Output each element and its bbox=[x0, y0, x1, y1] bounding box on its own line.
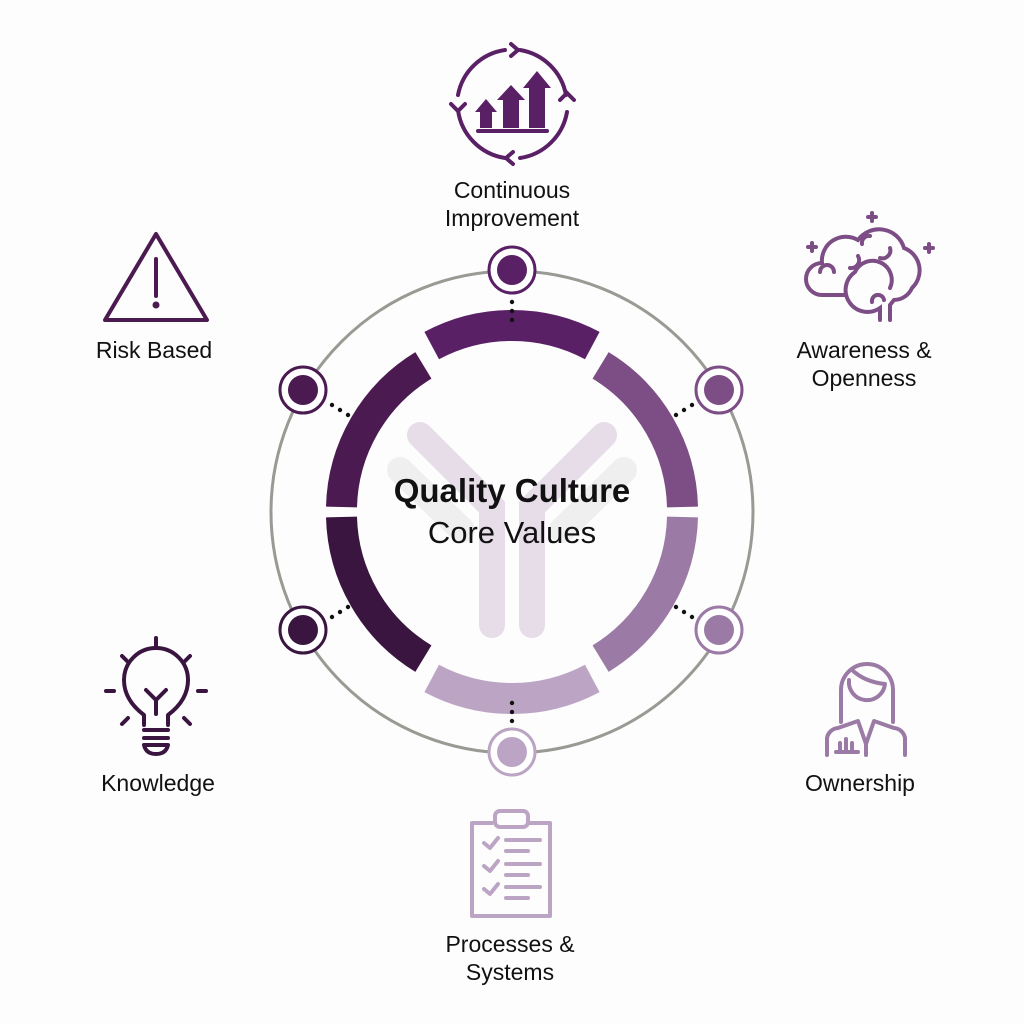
segment-ownership bbox=[592, 516, 698, 672]
label-line: Processes & bbox=[445, 931, 575, 957]
label-line: Improvement bbox=[444, 205, 580, 231]
label-ownership: Ownership bbox=[805, 769, 915, 797]
segment-knowledge bbox=[326, 516, 432, 672]
label-line: Ownership bbox=[805, 770, 915, 796]
label-continuous-improvement: Continuous Improvement bbox=[445, 176, 579, 232]
label-knowledge: Knowledge bbox=[101, 769, 215, 797]
label-line: Systems bbox=[465, 959, 555, 985]
warning-triangle-icon bbox=[103, 232, 209, 322]
center-subtitle: Core Values bbox=[427, 515, 597, 550]
brain-icon bbox=[804, 211, 935, 322]
person-badge-icon bbox=[825, 662, 907, 757]
node-knowledge bbox=[278, 605, 328, 655]
label-risk-based: Risk Based bbox=[96, 336, 212, 364]
center-title: Quality Culture bbox=[393, 472, 631, 509]
lightbulb-icon bbox=[104, 636, 208, 756]
antibody-watermark-icon bbox=[387, 422, 637, 638]
node-continuous-improvement bbox=[487, 245, 537, 295]
label-line: Openness bbox=[811, 365, 917, 391]
outer-ring bbox=[269, 269, 755, 755]
label-line: Continuous bbox=[453, 177, 571, 203]
segment-risk-based bbox=[326, 352, 432, 508]
node-processes-systems bbox=[487, 727, 537, 777]
node-risk-based bbox=[278, 365, 328, 415]
segment-continuous-improvement bbox=[424, 310, 600, 360]
segment-awareness-openness bbox=[592, 352, 698, 508]
label-line: Knowledge bbox=[101, 770, 215, 796]
label-line: Awareness & bbox=[796, 337, 932, 363]
clipboard-checklist-icon bbox=[470, 809, 552, 918]
label-awareness-openness: Awareness & Openness bbox=[796, 336, 931, 392]
label-line: Risk Based bbox=[95, 337, 213, 363]
growth-cycle-icon bbox=[449, 42, 576, 166]
node-ownership bbox=[694, 605, 744, 655]
segment-processes-systems bbox=[424, 664, 600, 714]
node-awareness-openness bbox=[694, 365, 744, 415]
connector-dots bbox=[329, 299, 695, 724]
segmented-ring bbox=[326, 310, 698, 714]
label-processes-systems: Processes & Systems bbox=[445, 930, 574, 986]
